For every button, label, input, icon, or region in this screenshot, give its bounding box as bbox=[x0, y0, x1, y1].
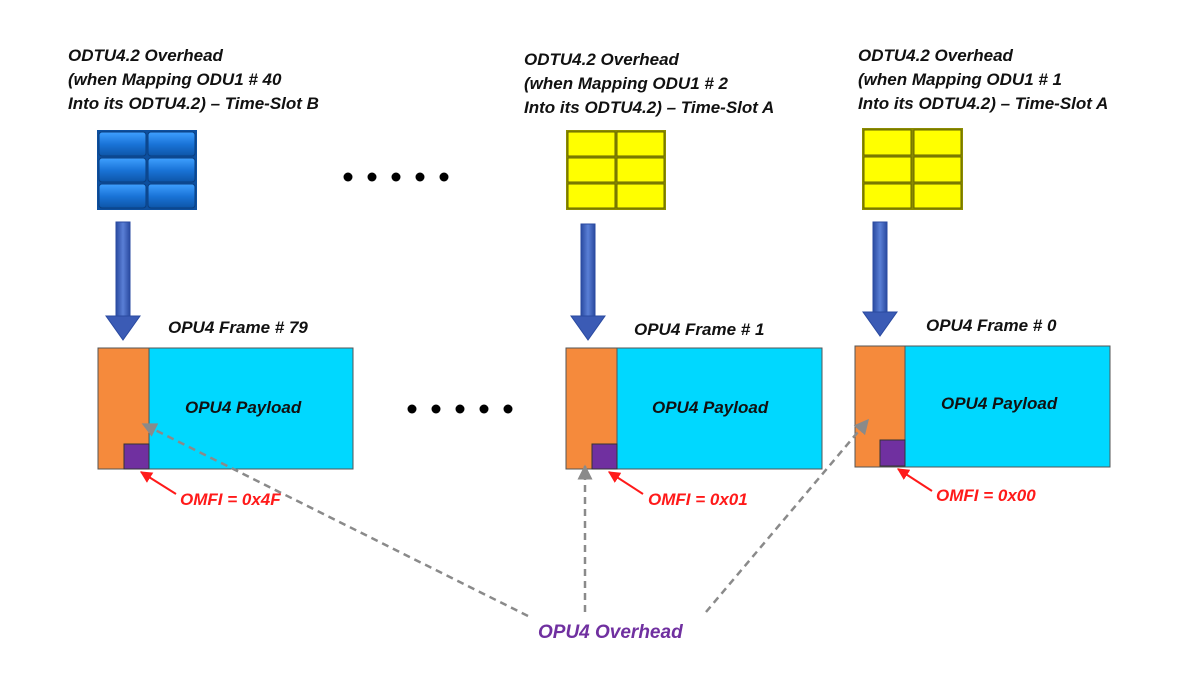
opu4-payload-label-3: OPU4 Payload bbox=[941, 394, 1058, 413]
opu4-payload-area bbox=[615, 347, 823, 470]
opu4-frame-1 bbox=[97, 347, 354, 470]
odtu-overhead-title-3: ODTU4.2 Overhead (when Mapping ODU1 # 1 … bbox=[858, 44, 1108, 116]
overhead-cell bbox=[616, 183, 665, 209]
odtu-overhead-title-1: ODTU4.2 Overhead (when Mapping ODU1 # 40… bbox=[68, 44, 319, 116]
opu4-frame-title-2: OPU4 Frame # 1 bbox=[634, 320, 765, 339]
opu4-payload-area bbox=[903, 345, 1111, 468]
odtu-overhead-title-2: ODTU4.2 Overhead (when Mapping ODU1 # 2 … bbox=[524, 48, 774, 120]
overhead-cell bbox=[863, 129, 912, 156]
omfi-pointer-arrow-3 bbox=[896, 468, 933, 492]
omfi-label-2: OMFI = 0x01 bbox=[648, 490, 748, 509]
overhead-cell bbox=[616, 131, 665, 157]
overhead-cell bbox=[147, 183, 196, 209]
opu4-frame-3 bbox=[854, 345, 1111, 468]
omfi-label-1: OMFI = 0x4F bbox=[180, 490, 281, 509]
odtu-overhead-block-3 bbox=[862, 128, 963, 210]
opu4-payload-label-1: OPU4 Payload bbox=[185, 398, 302, 417]
overhead-cell bbox=[616, 157, 665, 183]
title-line: Into its ODTU4.2) – Time-Slot A bbox=[524, 98, 775, 117]
title-line: (when Mapping ODU1 # 1 bbox=[858, 70, 1063, 89]
overhead-cell bbox=[567, 183, 616, 209]
opu4-overhead-label: OPU4 Overhead bbox=[538, 622, 683, 643]
overhead-cell bbox=[567, 157, 616, 183]
overhead-cell bbox=[913, 183, 962, 209]
omfi-box bbox=[591, 443, 618, 470]
ellipsis-dots-top bbox=[343, 172, 449, 182]
omfi-box bbox=[123, 443, 150, 470]
omfi-box bbox=[879, 439, 906, 467]
title-line: Into its ODTU4.2) – Time-Slot A bbox=[858, 94, 1109, 113]
opu4-payload-label-2: OPU4 Payload bbox=[652, 398, 769, 417]
overhead-cell bbox=[567, 131, 616, 157]
title-line: Into its ODTU4.2) – Time-Slot B bbox=[68, 94, 319, 113]
title-line: (when Mapping ODU1 # 40 bbox=[68, 70, 282, 89]
omfi-label-3: OMFI = 0x00 bbox=[936, 486, 1036, 505]
opu4-payload-area bbox=[147, 347, 354, 470]
overhead-pointer-arrow-3 bbox=[705, 418, 869, 613]
overhead-cell bbox=[913, 156, 962, 183]
title-line: (when Mapping ODU1 # 2 bbox=[524, 74, 729, 93]
opu4-frame-title-1: OPU4 Frame # 79 bbox=[168, 318, 308, 337]
overhead-cell bbox=[98, 183, 147, 209]
overhead-cell bbox=[98, 131, 147, 157]
down-arrow-3 bbox=[862, 221, 898, 337]
ellipsis-dots-middle bbox=[407, 404, 513, 414]
overhead-cell bbox=[98, 157, 147, 183]
title-line: ODTU4.2 Overhead bbox=[68, 46, 223, 65]
overhead-cell bbox=[863, 183, 912, 209]
opu4-frame-2 bbox=[565, 347, 823, 470]
omfi-pointer-arrow-2 bbox=[607, 471, 644, 495]
overhead-cell bbox=[863, 156, 912, 183]
overhead-cell bbox=[147, 157, 196, 183]
overhead-cell bbox=[147, 131, 196, 157]
down-arrow-2 bbox=[570, 223, 606, 341]
omfi-pointer-arrow-1 bbox=[139, 471, 177, 495]
title-line: ODTU4.2 Overhead bbox=[524, 50, 679, 69]
overhead-cell bbox=[913, 129, 962, 156]
odtu-overhead-block-2 bbox=[566, 130, 666, 210]
down-arrow-1 bbox=[105, 221, 141, 341]
title-line: ODTU4.2 Overhead bbox=[858, 46, 1013, 65]
opu4-frame-title-3: OPU4 Frame # 0 bbox=[926, 316, 1057, 335]
odtu-overhead-block-1 bbox=[97, 130, 197, 210]
